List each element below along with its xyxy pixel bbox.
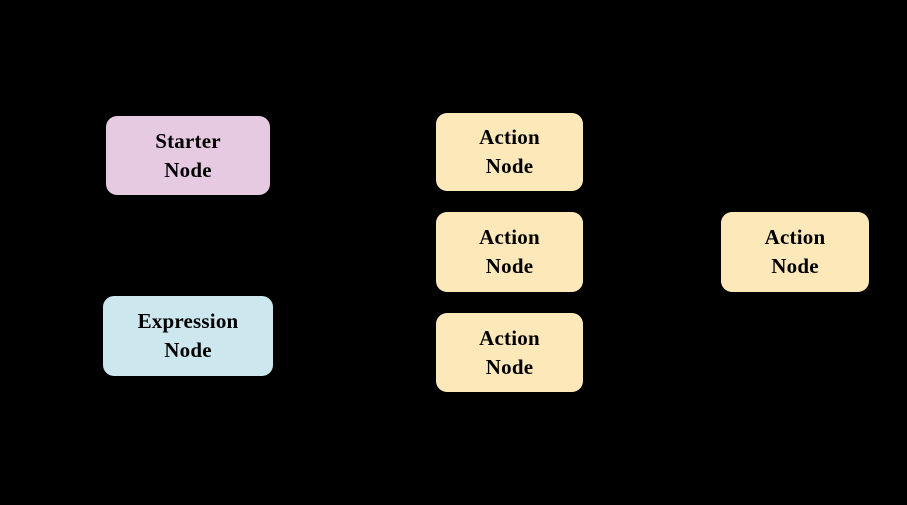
edge-to-action-2	[362, 252, 438, 254]
edge-starter-to-expression	[187, 195, 189, 296]
node-expression[interactable]: Expression Node	[103, 296, 273, 376]
node-starter-label: Starter Node	[155, 128, 221, 182]
node-expression-label: Expression Node	[137, 309, 239, 362]
node-action-3[interactable]: Action Node	[436, 313, 583, 392]
node-action-4-label: Action Node	[764, 225, 826, 278]
node-action-4[interactable]: Action Node	[721, 212, 869, 292]
node-action-1[interactable]: Action Node	[436, 113, 583, 191]
node-action-1-label: Action Node	[479, 125, 540, 178]
node-action-3-label: Action Node	[479, 325, 540, 379]
node-action-2[interactable]: Action Node	[436, 212, 583, 292]
node-action-2-label: Action Node	[479, 225, 540, 278]
edge-action-2-to-action-4	[583, 252, 723, 254]
edge-expression-trunk	[273, 335, 363, 337]
edge-to-action-1	[362, 152, 438, 154]
edge-to-action-3	[362, 353, 438, 355]
node-starter[interactable]: Starter Node	[106, 116, 270, 195]
